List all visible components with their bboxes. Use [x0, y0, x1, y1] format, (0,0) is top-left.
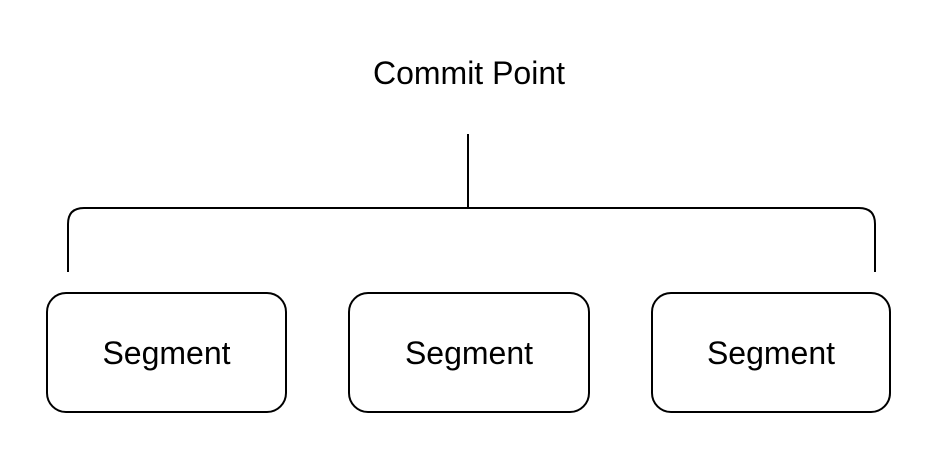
- commit-point-title: Commit Point: [372, 55, 566, 91]
- segment-node-label: Segment: [706, 334, 836, 371]
- segment-node: Segment: [651, 292, 891, 413]
- segment-node: Segment: [46, 292, 287, 413]
- segment-node: Segment: [348, 292, 590, 413]
- branch-bracket-line: [67, 207, 876, 272]
- segment-node-label: Segment: [404, 334, 534, 371]
- segment-node-label: Segment: [102, 334, 231, 371]
